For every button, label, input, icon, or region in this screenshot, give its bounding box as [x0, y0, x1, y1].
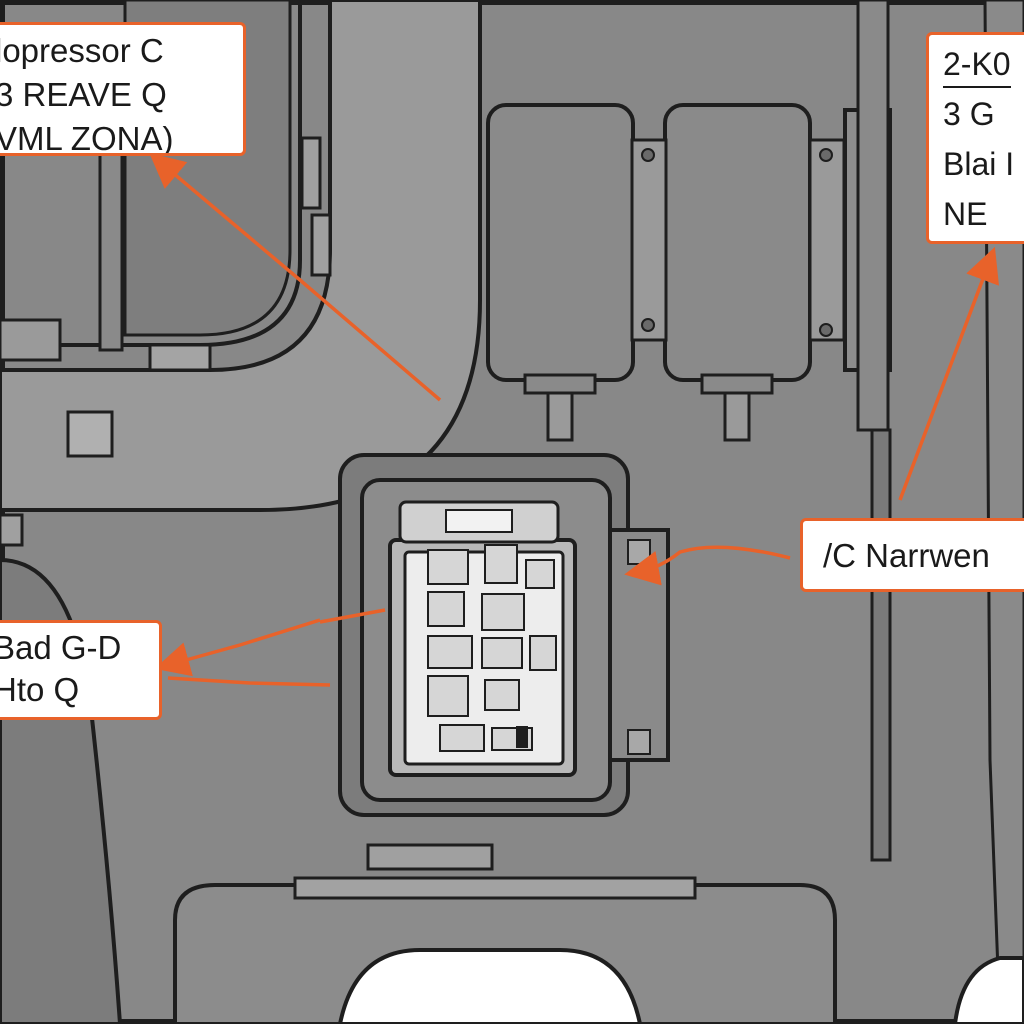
bottom-cutout-center: [337, 948, 643, 1024]
rail-clip-1: [300, 136, 322, 210]
callout-top-left-line-2: 3 REAVE Q: [0, 76, 167, 113]
bottom-console-lip: [293, 876, 697, 900]
fuse-box-foot: [366, 843, 494, 871]
callout-top-left-line-1: lopressor C: [0, 32, 164, 69]
arrow-top-right: [898, 246, 1000, 501]
screw-1: [641, 148, 655, 162]
callout-middle-left-line-1: Bad G-D: [0, 629, 122, 666]
bottom-cutout-right: [952, 956, 1024, 1024]
callout-top-right-line-2: 3 G: [943, 96, 995, 132]
right-rod: [870, 428, 892, 862]
screw-3: [819, 148, 833, 162]
curved-duct-inner: [0, 0, 302, 347]
duct-bracket-mid: [148, 343, 212, 372]
callout-top-right-line-1: 2-K0: [943, 44, 1011, 88]
arrow-middle-left-b: [319, 608, 386, 624]
fuse-side-clip-1: [627, 539, 651, 565]
fuse-grid: [427, 544, 557, 752]
arrow-middle-left-c: [167, 676, 331, 687]
right-rail: [856, 0, 890, 432]
fuse-side-clip-2: [627, 729, 651, 755]
relay-bracket-center: [630, 138, 668, 342]
callout-middle-left: Bad G-D Hto Q: [0, 620, 162, 720]
left-lower-clip: [0, 513, 24, 547]
callout-middle-right-line-1: /C Narrwen: [823, 537, 990, 574]
leader-arrows: [149, 152, 1000, 687]
curved-duct: [0, 0, 482, 512]
duct-bracket-left: [0, 318, 62, 362]
arrow-top-left: [149, 152, 442, 402]
callout-top-right-line-3: Blai I: [943, 146, 1015, 182]
rail-clip-2: [310, 213, 332, 277]
arrow-middle-right: [624, 545, 791, 586]
callout-middle-left-line-2: Hto Q: [0, 671, 80, 708]
screw-2: [641, 318, 655, 332]
callout-top-left-line-3: VML ZONA): [0, 120, 174, 156]
relay-bracket-right: [808, 138, 846, 342]
duct-latch: [66, 410, 114, 458]
fuse-black-1: [516, 726, 528, 748]
callout-top-left: lopressor C 3 REAVE Q VML ZONA): [0, 22, 246, 156]
callout-top-right-line-4: NE: [943, 196, 988, 232]
callout-middle-right: /C Narrwen: [800, 518, 1024, 592]
screw-4: [819, 323, 833, 337]
vertical-rail: [98, 148, 124, 352]
arrow-middle-left-a: [154, 618, 321, 677]
callout-top-right: 2-K0 3 G Blai I NE: [926, 32, 1024, 244]
fuse-box-top-slot: [445, 509, 513, 533]
